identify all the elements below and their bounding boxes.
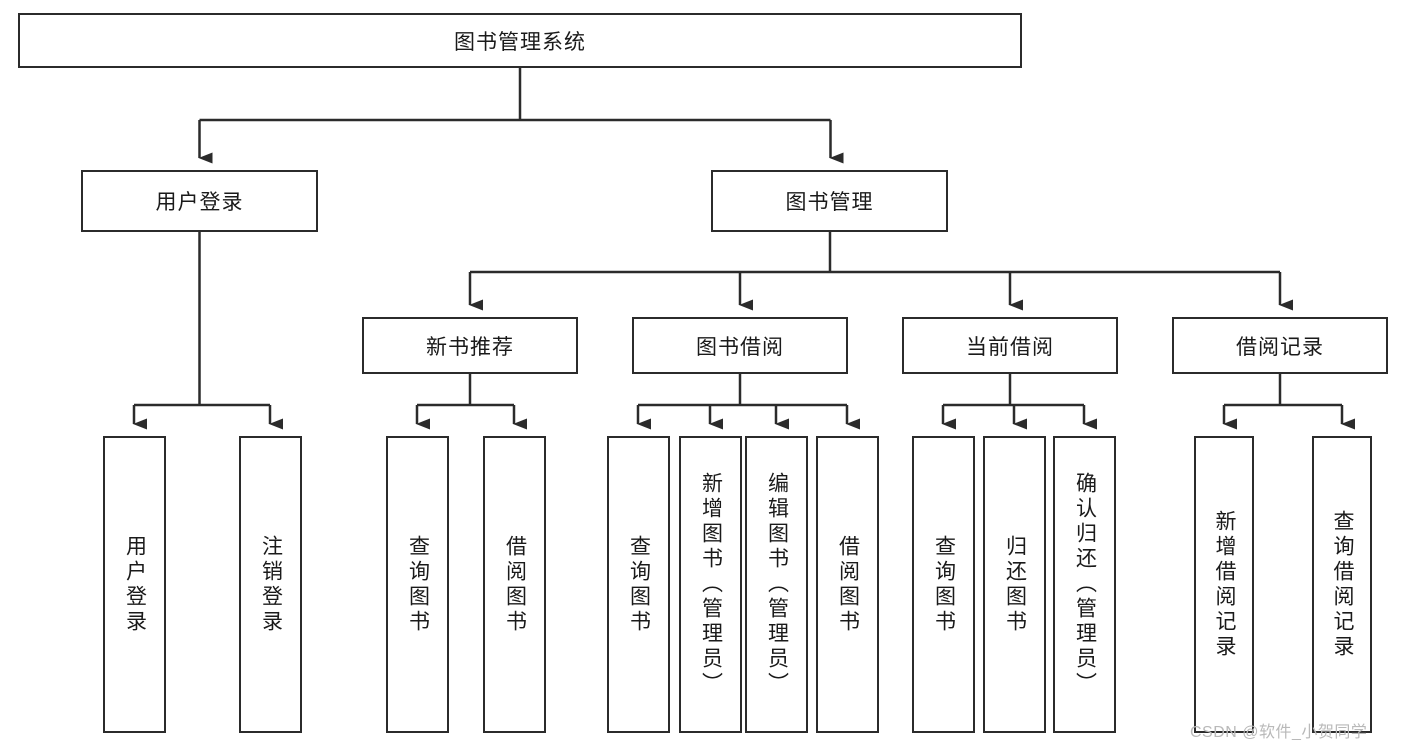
leaf-user-logout-label: 注销登录 [259, 534, 283, 635]
leaf-edit-book[interactable]: 编辑图书（管理员） [745, 436, 808, 733]
node-user-login[interactable]: 用户登录 [81, 170, 318, 232]
leaf-query-book-current[interactable]: 查询图书 [912, 436, 975, 733]
node-borrow-record[interactable]: 借阅记录 [1172, 317, 1388, 374]
node-book-management-label: 图书管理 [785, 191, 874, 214]
node-current-borrow[interactable]: 当前借阅 [902, 317, 1118, 374]
leaf-add-borrow-record-label: 新增借阅记录 [1213, 509, 1237, 660]
node-borrow-record-label: 借阅记录 [1236, 335, 1324, 359]
leaf-query-book-borrow-label: 查询图书 [627, 534, 651, 635]
leaf-query-borrow-record[interactable]: 查询借阅记录 [1312, 436, 1372, 733]
leaf-user-logout[interactable]: 注销登录 [239, 436, 302, 733]
leaf-query-book-current-label: 查询图书 [932, 534, 956, 635]
node-new-book-recommend[interactable]: 新书推荐 [362, 317, 578, 374]
leaf-user-login[interactable]: 用户登录 [103, 436, 166, 733]
leaf-query-book-recommend-label: 查询图书 [406, 534, 430, 635]
leaf-add-book-label: 新增图书（管理员） [699, 472, 723, 697]
leaf-query-book-borrow[interactable]: 查询图书 [607, 436, 670, 733]
leaf-add-borrow-record[interactable]: 新增借阅记录 [1194, 436, 1254, 733]
leaf-return-book-label: 归还图书 [1003, 534, 1027, 635]
leaf-borrow-book-recommend-label: 借阅图书 [503, 534, 527, 635]
leaf-confirm-return[interactable]: 确认归还（管理员） [1053, 436, 1116, 733]
csdn-watermark: CSDN @软件_小贺同学 [1190, 724, 1368, 741]
leaf-user-login-label: 用户登录 [123, 534, 147, 635]
leaf-query-book-recommend[interactable]: 查询图书 [386, 436, 449, 733]
leaf-borrow-book[interactable]: 借阅图书 [816, 436, 879, 733]
node-book-borrow[interactable]: 图书借阅 [632, 317, 848, 374]
node-root-label: 图书管理系统 [454, 30, 586, 54]
leaf-edit-book-label: 编辑图书（管理员） [765, 472, 789, 697]
node-book-management[interactable]: 图书管理 [711, 170, 948, 232]
node-new-book-recommend-label: 新书推荐 [426, 335, 514, 359]
leaf-add-book[interactable]: 新增图书（管理员） [679, 436, 742, 733]
leaf-query-borrow-record-label: 查询借阅记录 [1331, 509, 1355, 660]
leaf-return-book[interactable]: 归还图书 [983, 436, 1046, 733]
node-current-borrow-label: 当前借阅 [966, 335, 1054, 359]
node-root[interactable]: 图书管理系统 [18, 13, 1022, 68]
node-book-borrow-label: 图书借阅 [696, 335, 784, 359]
leaf-borrow-book-recommend[interactable]: 借阅图书 [483, 436, 546, 733]
node-user-login-label: 用户登录 [155, 191, 244, 214]
leaf-borrow-book-label: 借阅图书 [836, 534, 860, 635]
leaf-confirm-return-label: 确认归还（管理员） [1073, 472, 1097, 697]
